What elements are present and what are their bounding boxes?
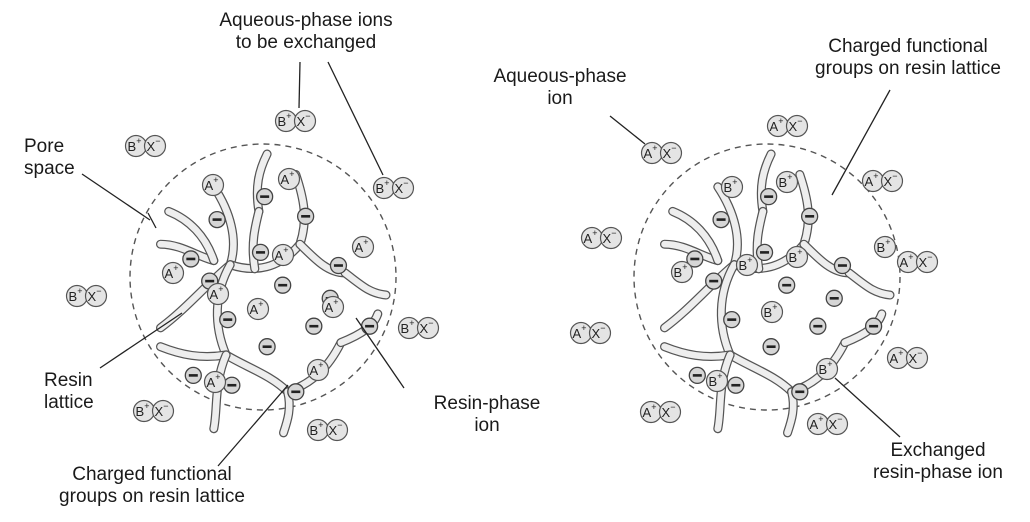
aqueous-ion-pair-left: B+X− [124, 134, 167, 158]
fixed-group [274, 276, 292, 294]
label-exchanged-resin-phase-ion: Exchanged resin-phase ion [873, 440, 1003, 483]
fixed-group [723, 310, 741, 329]
resin-phase-ion: A+ [206, 282, 230, 306]
resin-phase-ion: A+ [306, 358, 330, 382]
leader-line [609, 115, 646, 145]
resin-phase-ion: B+ [815, 357, 839, 381]
bead-boundary [633, 143, 901, 411]
left-resin-bead: A+ A+ A+ A+ A+ A+ A+ A+ A+ A+ [129, 143, 397, 438]
fixed-group [727, 376, 745, 394]
right-resin-bead: B+B+B+B+B+B+B+B+B+ [633, 143, 901, 438]
label-resin-lattice: Resin lattice [44, 370, 94, 413]
fixed-group [809, 317, 827, 335]
fixed-group [184, 366, 202, 385]
resin-phase-ion: B+ [775, 170, 799, 194]
aqueous-ion-pair-left: B+X− [397, 316, 440, 340]
fixed-group [686, 250, 704, 268]
fixed-group [208, 210, 226, 229]
aqueous-ion-pair-left: B+X− [306, 418, 349, 442]
resin-phase-ion: B+ [720, 175, 744, 199]
label-aqueous-ions-to-be-exchanged: Aqueous-phase ions to be exchanged [219, 10, 393, 53]
aqueous-ion-pair-right: A+X− [861, 169, 904, 193]
resin-phase-ion: A+ [277, 167, 301, 191]
aqueous-ion-pair-right: A+X− [806, 412, 849, 436]
resin-lattice [155, 149, 391, 438]
resin-phase-ion: A+ [203, 370, 227, 394]
label-charged-functional-groups-left: Charged functional groups on resin latti… [59, 464, 245, 507]
resin-phase-ion: B+ [760, 300, 784, 324]
fixed-group [688, 366, 706, 385]
aqueous-ion-pair-right: A+X− [886, 346, 929, 370]
fixed-group [219, 310, 237, 329]
resin-phase-ion: A+ [321, 295, 345, 319]
aqueous-ion-pair-left: B+X− [65, 284, 108, 308]
fixed-group [800, 207, 819, 225]
aqueous-ion-pair-left: B+X− [372, 176, 415, 200]
resin-phase-ion: A+ [161, 261, 185, 285]
label-charged-functional-groups-right: Charged functional groups on resin latti… [815, 36, 1001, 79]
leader-line [217, 384, 289, 467]
resin-phase-ion: B+ [670, 260, 694, 284]
resin-phase-ion: A+ [351, 235, 375, 259]
aqueous-ion-pair-right: A+X− [569, 321, 612, 345]
resin-phase-ion: A+ [246, 297, 270, 321]
aqueous-ion-pair-right: A+X− [896, 250, 939, 274]
fixed-group [712, 210, 730, 229]
label-aqueous-phase-ion: Aqueous-phase ion [493, 66, 627, 109]
fixed-group [296, 207, 315, 225]
leader-line [355, 317, 405, 389]
resin-phase-ion: B+ [785, 245, 809, 269]
leader-line [298, 61, 301, 109]
aqueous-ion-pair-right: A+X− [766, 114, 809, 138]
fixed-group [251, 243, 270, 262]
resin-phase-ion: A+ [271, 243, 295, 267]
fixed-group [223, 376, 241, 394]
fixed-group [255, 187, 274, 206]
free-ions: B+X− B+X− B+X− B+X− B+X− B+X− B+X− A+X− A+X− A+X−… [65, 109, 939, 442]
resin-phase-ion: B+ [873, 235, 897, 259]
leader-lines [81, 61, 901, 467]
aqueous-ion-pair-right: A+X− [639, 400, 682, 424]
fixed-group [759, 187, 778, 206]
leader-line [831, 89, 891, 196]
fixed-group [360, 317, 379, 335]
fixed-group [258, 338, 276, 356]
leader-line [147, 212, 157, 229]
fixed-group [778, 276, 796, 294]
fixed-group [329, 256, 348, 275]
resin-phase-ion: B+ [735, 253, 759, 277]
fixed-group [791, 383, 809, 401]
bead-boundary [129, 143, 397, 411]
fixed-group [287, 383, 305, 401]
aqueous-ion-pair-right: A+X− [580, 226, 623, 250]
leader-line [99, 312, 183, 369]
label-pore-space: Pore space [24, 136, 75, 179]
aqueous-ion-pair-right: A+X− [640, 141, 683, 165]
fixed-group [825, 289, 843, 307]
fixed-group [705, 272, 723, 290]
resin-phase-ion: B+ [705, 369, 729, 393]
leader-line [834, 377, 901, 438]
fixed-group [305, 317, 323, 335]
fixed-group [182, 250, 200, 268]
aqueous-ion-pair-left: B+X− [132, 399, 175, 423]
fixed-group [864, 317, 883, 335]
leader-line [327, 61, 384, 176]
fixed-group [833, 256, 852, 275]
resin-phase-ion: A+ [201, 173, 225, 197]
fixed-group [762, 338, 780, 356]
aqueous-ion-pair-left: B+X− [274, 109, 317, 133]
leader-line [81, 173, 151, 221]
label-resin-phase-ion: Resin-phase ion [433, 393, 541, 436]
fixed-group [755, 243, 774, 262]
